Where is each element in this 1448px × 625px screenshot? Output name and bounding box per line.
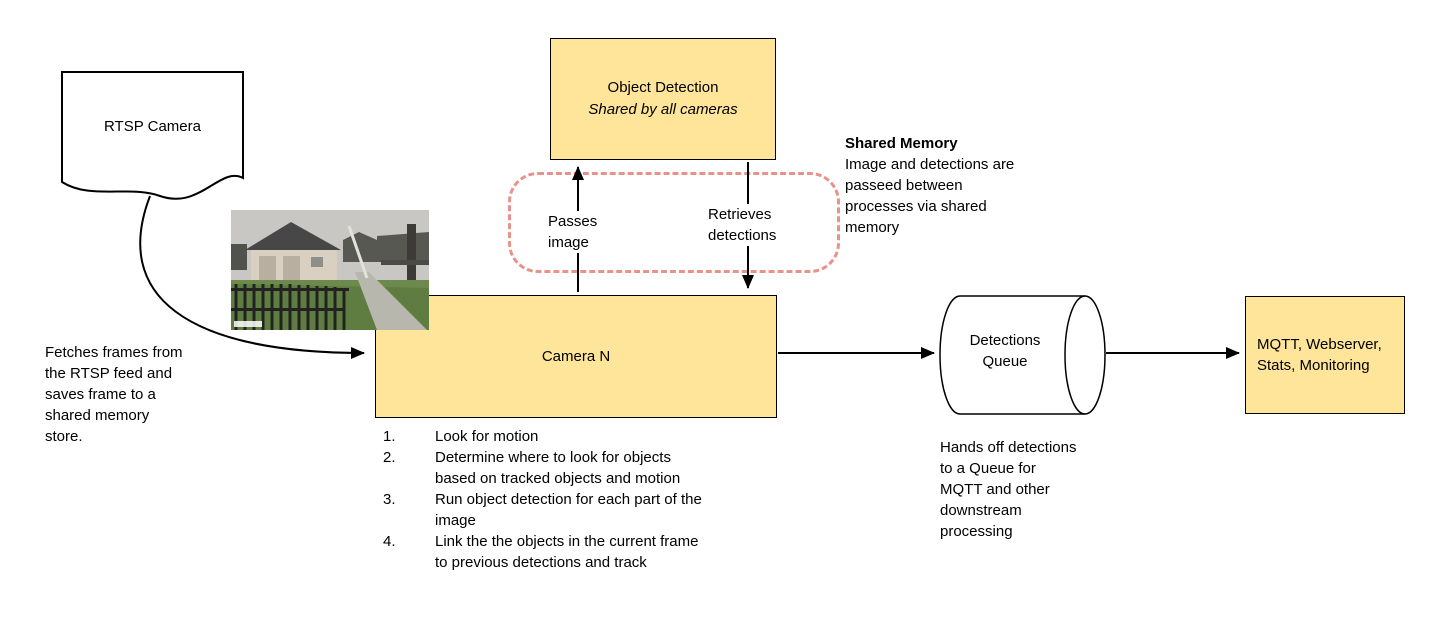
fetch-note-line-1: Fetches frames from [45,344,183,361]
queue-cap-line [1064,295,1086,415]
object-detection-title: Object Detection [607,79,719,96]
step-text: Run object detection for each part of th… [435,491,702,508]
camera-n-box: Camera N [375,295,777,418]
camera-step-2: 2. Determine where to look for objects b… [383,447,780,489]
mqtt-line-1: MQTT, Webserver, [1257,336,1382,353]
queue-note-line-3: MQTT and other [940,481,1050,498]
shared-memory-zone [508,172,840,273]
queue-note-line-4: downstream [940,502,1022,519]
step-text: Link the the objects in the current fram… [435,533,699,550]
retrieves-detections-label: Retrieves detections [705,204,780,246]
step-text: image [435,512,476,529]
mqtt-line-2: Stats, Monitoring [1257,357,1370,374]
fetch-note-line-2: the RTSP feed and [45,365,173,382]
shared-memory-line-1: Image and detections are [845,156,1015,173]
detections-queue-shape [939,295,1106,415]
rtsp-camera-shape [61,71,244,200]
retrieves-detections-line-2: detections [708,227,777,244]
step-number: 1. [383,428,396,445]
shared-memory-note: Shared Memory Image and detections are p… [845,133,1014,238]
queue-label-line-1: Detections [969,332,1041,349]
object-detection-box: Object Detection Shared by all cameras [550,38,776,160]
detections-queue-label: Detections Queue [945,330,1065,372]
camera-steps-list: 1. Look for motion 2. Determine where to… [383,426,780,573]
step-number: 4. [383,533,396,550]
retrieves-detections-line-1: Retrieves [708,206,772,223]
passes-image-label: Passes image [545,211,601,253]
object-detection-subtitle: Shared by all cameras [588,101,738,118]
queue-label-line-2: Queue [982,353,1028,370]
step-text: based on tracked objects and motion [435,470,681,487]
fetch-note: Fetches frames from the RTSP feed and sa… [45,342,183,447]
shared-memory-line-2: passeed between [845,177,963,194]
fetch-note-line-3: saves frame to a [45,386,156,403]
fetch-note-line-4: shared memory [45,407,150,424]
camera-step-1: 1. Look for motion [383,426,780,447]
step-number: 2. [383,449,396,466]
step-text: Determine where to look for objects [435,449,671,466]
queue-note-line-5: processing [940,523,1013,540]
fetch-note-line-5: store. [45,428,83,445]
camera-step-4: 4. Link the the objects in the current f… [383,531,780,573]
passes-image-line-1: Passes [548,213,598,230]
shared-memory-line-3: processes via shared [845,198,987,215]
passes-image-line-2: image [548,234,589,251]
step-number: 3. [383,491,396,508]
step-text: Look for motion [435,428,539,445]
shared-memory-line-4: memory [845,219,900,236]
step-text: to previous detections and track [435,554,647,571]
document-shape-outline [61,71,244,200]
mqtt-box: MQTT, Webserver, Stats, Monitoring [1245,296,1405,414]
queue-note-line-2: to a Queue for [940,460,1036,477]
camera-step-3: 3. Run object detection for each part of… [383,489,780,531]
queue-note-line-1: Hands off detections [940,439,1077,456]
camera-snapshot-image [231,210,429,330]
queue-note: Hands off detections to a Queue for MQTT… [940,437,1076,542]
rtsp-camera-label: RTSP Camera [104,118,201,135]
shared-memory-title: Shared Memory [845,135,958,152]
camera-n-label: Camera N [541,348,611,365]
